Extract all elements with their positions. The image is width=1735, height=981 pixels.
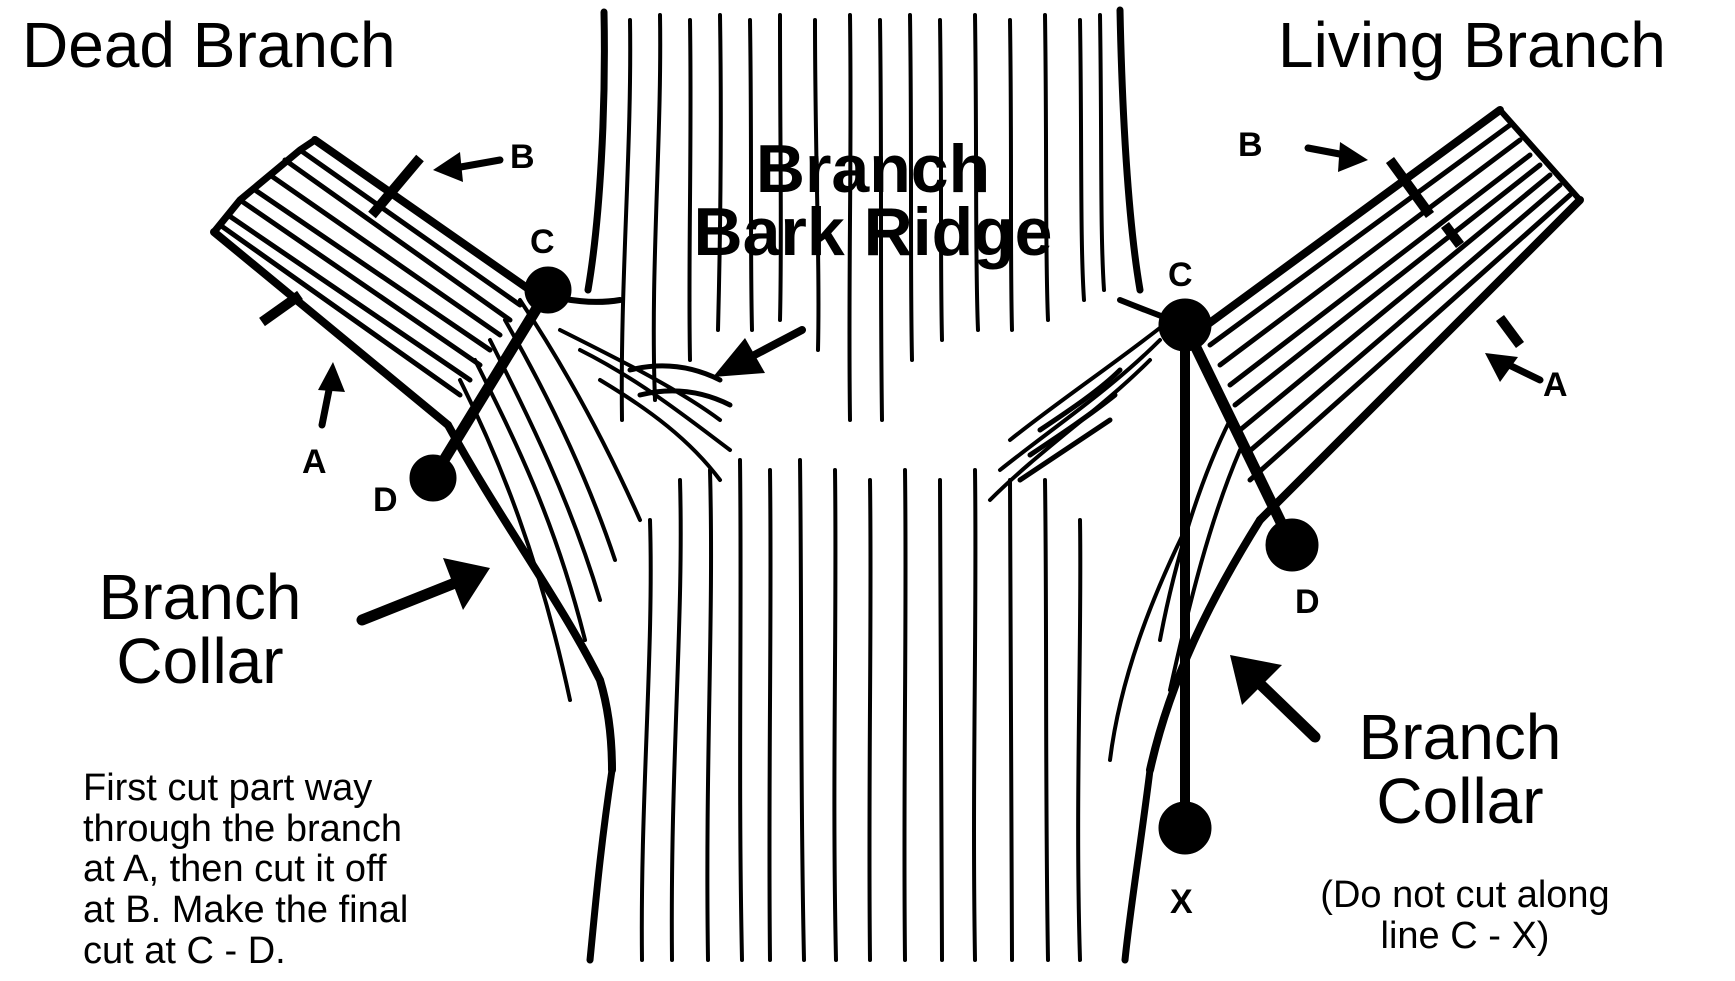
instruction-line-3: at A, then cut it off xyxy=(83,849,543,890)
dead-label-d: D xyxy=(373,483,398,517)
warning-line-2: line C - X) xyxy=(1265,916,1665,957)
living-b-arrow xyxy=(1308,142,1368,172)
dead-branch-collar-label: Branch Collar xyxy=(65,565,335,693)
instruction-line-5: cut at C - D. xyxy=(83,931,543,972)
dead-collar-line2: Collar xyxy=(65,629,335,693)
dead-label-b: B xyxy=(510,140,535,174)
dead-label-c: C xyxy=(530,225,555,259)
dead-cut-a-mark xyxy=(262,295,300,322)
do-not-cut-warning: (Do not cut along line C - X) xyxy=(1265,875,1665,956)
dead-collar-arrow xyxy=(362,558,490,620)
branch-bark-ridge-line2: Bark Ridge xyxy=(678,201,1068,264)
living-point-d xyxy=(1266,519,1318,571)
living-label-x: X xyxy=(1170,885,1193,919)
bark-ridge-arrow xyxy=(713,330,802,377)
living-label-d: D xyxy=(1295,585,1320,619)
living-collar-arrow xyxy=(1230,655,1315,737)
living-branch-title: Living Branch xyxy=(1278,13,1666,77)
living-collar-line2: Collar xyxy=(1325,769,1595,833)
warning-line-1: (Do not cut along xyxy=(1265,875,1665,916)
dead-branch-title: Dead Branch xyxy=(22,13,396,77)
dead-collar-line1: Branch xyxy=(65,565,335,629)
branch-bark-ridge-label: Branch Bark Ridge xyxy=(678,138,1068,263)
dead-b-arrow xyxy=(433,152,500,182)
instruction-line-2: through the branch xyxy=(83,809,543,850)
living-label-a: A xyxy=(1543,368,1568,402)
dead-point-c xyxy=(525,267,571,313)
living-branch-collar-label: Branch Collar xyxy=(1325,705,1595,833)
instruction-line-4: at B. Make the final xyxy=(83,890,543,931)
pruning-instructions: First cut part way through the branch at… xyxy=(83,768,543,971)
instruction-line-1: First cut part way xyxy=(83,768,543,809)
living-label-b: B xyxy=(1238,128,1263,162)
living-point-c xyxy=(1159,299,1211,351)
living-a-arrow xyxy=(1485,353,1540,382)
dead-a-arrow xyxy=(318,362,345,425)
living-label-c: C xyxy=(1168,258,1193,292)
living-branch-collar-grain xyxy=(990,320,1240,760)
living-collar-line1: Branch xyxy=(1325,705,1595,769)
dead-label-a: A xyxy=(302,445,327,479)
branch-bark-ridge-line1: Branch xyxy=(678,138,1068,201)
dead-point-d xyxy=(410,455,456,501)
living-cut-a-mark xyxy=(1500,318,1520,345)
living-cut-c-d-line xyxy=(1185,325,1292,545)
living-point-x xyxy=(1159,802,1211,854)
